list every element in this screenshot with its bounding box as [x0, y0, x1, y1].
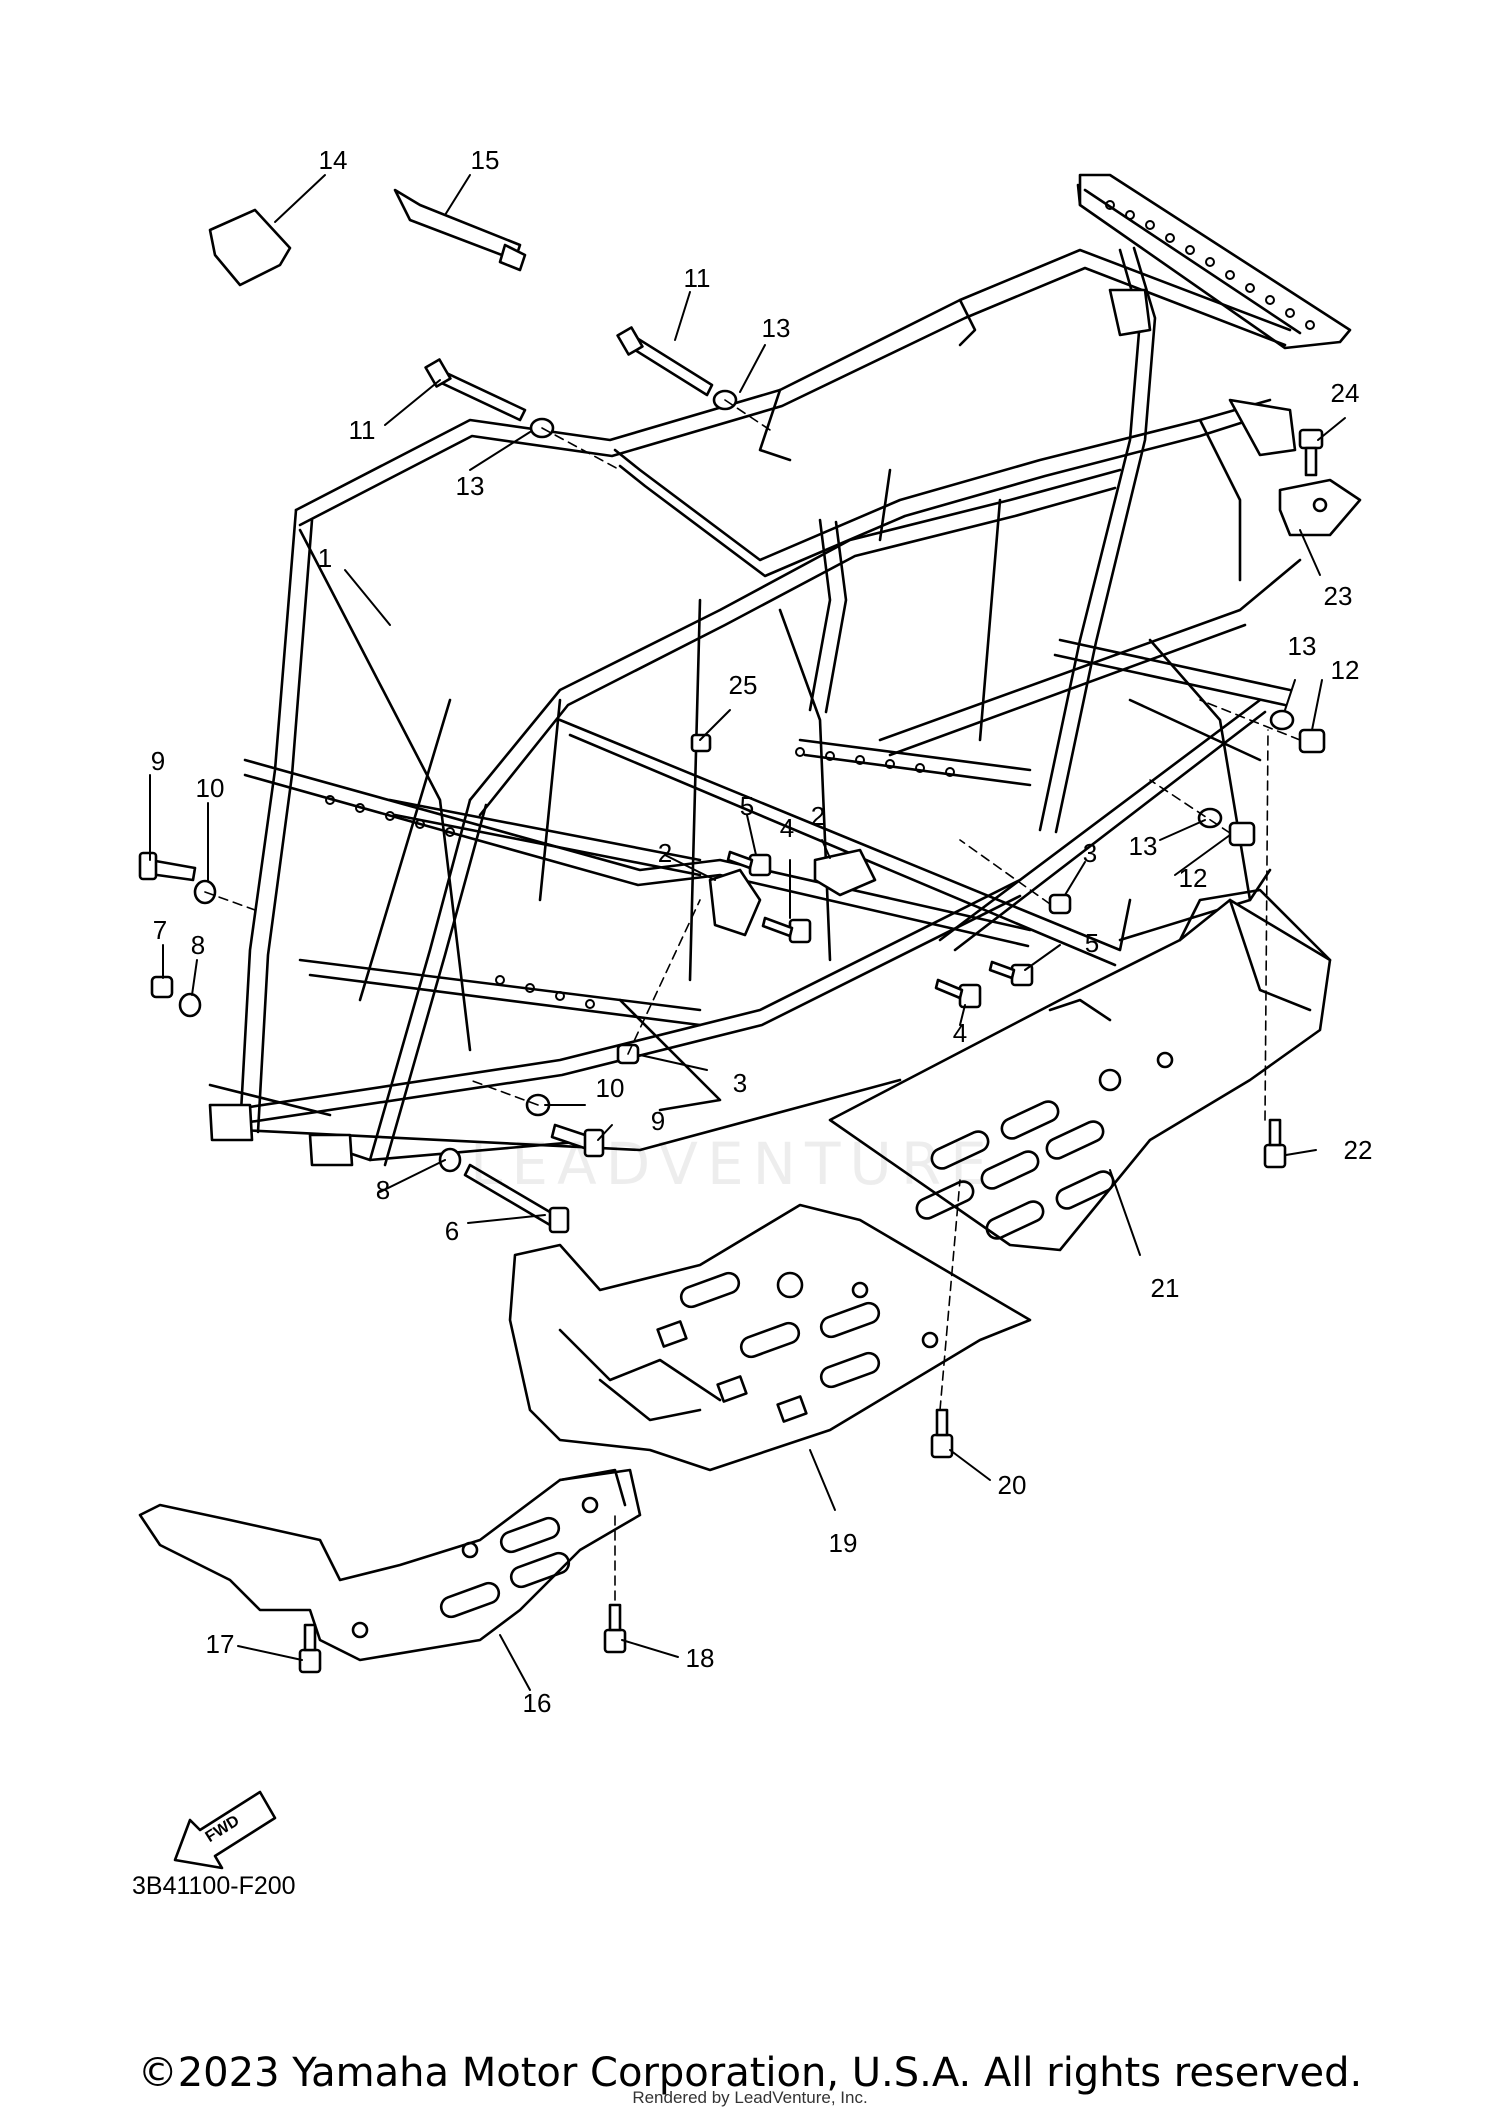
frame-holes — [325, 200, 1315, 1009]
part-label: 21 — [1151, 1273, 1180, 1303]
part-label: 9 — [151, 746, 165, 776]
part-label: 15 — [471, 145, 500, 175]
part-label: 13 — [1288, 631, 1317, 661]
part-label: 8 — [376, 1175, 390, 1205]
part-labels: 1 2 2 3 3 4 4 5 5 6 7 8 8 9 9 10 10 11 1… — [151, 145, 1373, 1718]
fasteners — [138, 188, 1362, 1674]
skid-plate-rear — [828, 888, 1332, 1252]
part-label: 23 — [1324, 581, 1353, 611]
part-label: 14 — [319, 145, 348, 175]
part-label: 25 — [729, 670, 758, 700]
diagram-code: 3B41100-F200 — [132, 1872, 296, 1900]
part-label: 20 — [998, 1470, 1027, 1500]
part-label: 13 — [456, 471, 485, 501]
part-label: 4 — [953, 1018, 967, 1048]
part-label: 18 — [686, 1643, 715, 1673]
part-label: 11 — [349, 415, 376, 445]
assembly-lines — [204, 399, 1301, 1601]
part-label: 12 — [1331, 655, 1360, 685]
part-label: 2 — [811, 801, 825, 831]
skid-plate-front — [138, 1468, 642, 1662]
part-label: 19 — [829, 1528, 858, 1558]
part-label: 10 — [196, 773, 225, 803]
part-label: 5 — [1085, 928, 1099, 958]
part-label: 7 — [153, 915, 167, 945]
part-label: 24 — [1331, 378, 1360, 408]
fwd-arrow-icon — [173, 1790, 277, 1870]
part-label: 8 — [191, 930, 205, 960]
part-label: 12 — [1179, 863, 1208, 893]
part-label: 10 — [596, 1073, 625, 1103]
part-label: 9 — [651, 1106, 665, 1136]
part-label: 3 — [1083, 838, 1097, 868]
part-label: 1 — [318, 543, 332, 573]
leader-lines — [149, 174, 1346, 1691]
part-label: 2 — [658, 838, 672, 868]
skid-plate-middle — [508, 1203, 1032, 1472]
part-label: 16 — [523, 1688, 552, 1718]
rendered-by: Rendered by LeadVenture, Inc. — [632, 2088, 868, 2107]
watermark: LEADVENTURE — [470, 1130, 996, 1198]
part-label: 22 — [1344, 1135, 1373, 1165]
part-label: 6 — [445, 1216, 459, 1246]
part-label: 13 — [762, 313, 791, 343]
part-label: 13 — [1129, 831, 1158, 861]
part-label: 4 — [780, 813, 794, 843]
part-label: 5 — [740, 791, 754, 821]
copyright-notice: ©2023 Yamaha Motor Corporation, U.S.A. A… — [137, 2050, 1363, 2096]
part-label: 11 — [684, 263, 711, 293]
part-label: 17 — [206, 1629, 235, 1659]
part-label: 3 — [733, 1068, 747, 1098]
